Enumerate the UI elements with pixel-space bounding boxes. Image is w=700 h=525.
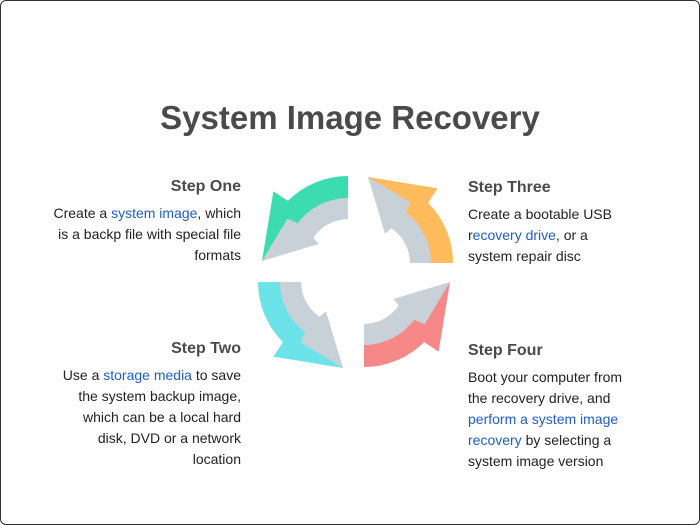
step-heading: Step Two: [171, 340, 241, 357]
step-one: Step One Create a system image, which is…: [51, 176, 241, 266]
arrow-inner-band: [368, 177, 431, 263]
step-text: Create a bootable USB r: [468, 206, 612, 243]
step-text: by selecting a system image version: [468, 432, 612, 469]
arrow-inner-band: [364, 282, 450, 345]
step-two: Step Two Use a storage media to save the…: [51, 338, 241, 470]
step-body: Use a storage media to save the system b…: [51, 365, 241, 470]
storage-media-link[interactable]: storage media: [103, 367, 192, 383]
step-three: Step Three Create a bootable USB recover…: [468, 177, 658, 267]
arrow-step-four: [364, 282, 450, 367]
step-body: Create a bootable USB recovery drive, or…: [468, 204, 628, 267]
arrow-step-two: [258, 282, 343, 368]
step-text: Create a: [53, 205, 112, 221]
step-heading: Step Three: [468, 179, 551, 196]
step-heading: Step Four: [468, 342, 543, 359]
arrow-step-three: [368, 177, 453, 263]
arrow-step-one: [262, 176, 348, 261]
arrow-inner-band: [280, 282, 343, 368]
arrow-inner-band: [262, 198, 348, 261]
recovery-drive-link[interactable]: ecovery drive: [472, 227, 556, 243]
step-text: to save the system backup image, which c…: [78, 367, 241, 467]
system-image-link[interactable]: system image: [111, 205, 198, 221]
perform-recovery-link[interactable]: perform a system image recovery: [468, 411, 619, 448]
step-heading: Step One: [170, 178, 241, 195]
page-title: System Image Recovery: [160, 99, 540, 136]
step-text: , or a system repair disc: [468, 227, 588, 264]
step-body: Boot your computer from the recovery dri…: [468, 367, 628, 472]
step-text: Use a: [62, 367, 104, 383]
step-text: Boot your computer from the recovery dri…: [468, 369, 623, 406]
step-body: Create a system image, which is a backp …: [51, 203, 241, 266]
step-four: Step Four Boot your computer from the re…: [468, 340, 658, 472]
step-text: , which is a backp file with special fil…: [58, 205, 241, 263]
